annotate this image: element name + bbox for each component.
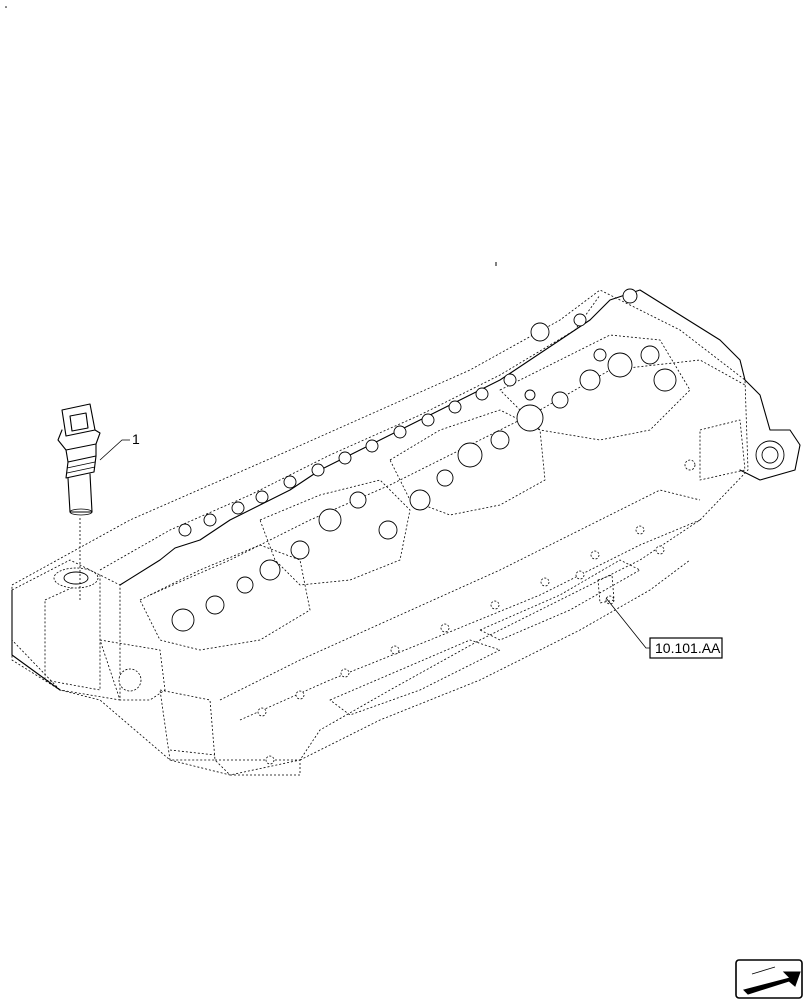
- stray-dot: [5, 6, 7, 8]
- sensor-part-1: [57, 403, 101, 600]
- next-page-arrow-icon[interactable]: [735, 959, 803, 999]
- reference-box[interactable]: 10.101.AA: [649, 637, 723, 659]
- leader-line-ref: [605, 597, 650, 649]
- ref-label-cylinder-head[interactable]: 10.101.AA: [655, 640, 721, 656]
- leader-line-part-1: [99, 439, 130, 461]
- cylinder-head-drawing: [11, 288, 801, 776]
- callout-part-1[interactable]: 1: [132, 431, 140, 447]
